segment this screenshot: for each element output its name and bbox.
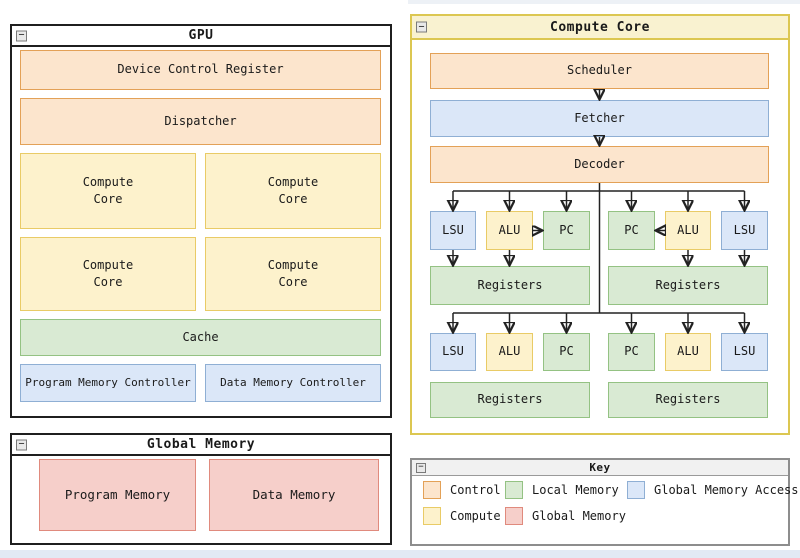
key-window: − Key Control Local Memory Global Memory… — [410, 458, 799, 546]
legend-item-global-memory-access: Global Memory Access — [627, 481, 799, 499]
program-memory-controller-block: Program Memory Controller — [20, 364, 196, 402]
compute-core-block-3: Compute Core — [20, 237, 196, 311]
lsu-block-r1-left: LSU — [430, 211, 476, 250]
legend-label: Compute — [450, 509, 501, 523]
control-swatch-icon — [423, 481, 441, 499]
alu-block-r2-right: ALU — [665, 333, 711, 371]
background-strip-bottom — [0, 550, 800, 558]
alu-block-r1-left: ALU — [486, 211, 533, 250]
scheduler-block: Scheduler — [430, 53, 769, 89]
key-window-titlebar: − Key — [412, 460, 788, 476]
compute-core-window-body: Scheduler Fetcher Decoder LSU ALU PC PC … — [412, 40, 788, 431]
legend-label: Global Memory Access — [654, 483, 799, 497]
lsu-block-r2-left: LSU — [430, 333, 476, 371]
decoder-block: Decoder — [430, 146, 769, 183]
minimize-icon[interactable]: − — [416, 462, 426, 473]
minimize-icon[interactable]: − — [416, 21, 427, 33]
compute-core-block-4: Compute Core — [205, 237, 381, 311]
legend-item-compute: Compute — [423, 507, 501, 525]
legend-label: Local Memory — [532, 483, 619, 497]
global-memory-access-swatch-icon — [627, 481, 645, 499]
pc-block-r2-left: PC — [543, 333, 590, 371]
local-memory-swatch-icon — [505, 481, 523, 499]
global-memory-swatch-icon — [505, 507, 523, 525]
lsu-block-r1-right: LSU — [721, 211, 768, 250]
cache-block: Cache — [20, 319, 381, 356]
pc-block-r2-right: PC — [608, 333, 655, 371]
legend-item-global-memory: Global Memory — [505, 507, 626, 525]
registers-block-r1-left: Registers — [430, 266, 590, 305]
lsu-block-r2-right: LSU — [721, 333, 768, 371]
global-memory-window-titlebar: − Global Memory — [12, 435, 390, 456]
compute-core-block-1: Compute Core — [20, 153, 196, 229]
compute-core-window-titlebar: − Compute Core — [412, 16, 788, 40]
key-window-title: Key — [589, 461, 611, 474]
legend-label: Global Memory — [532, 509, 626, 523]
dispatcher-block: Dispatcher — [20, 98, 381, 145]
alu-block-r2-left: ALU — [486, 333, 533, 371]
global-memory-window: − Global Memory Program Memory Data Memo… — [10, 433, 392, 545]
gpu-window: − GPU Device Control Register Dispatcher… — [10, 24, 392, 418]
global-memory-window-title: Global Memory — [146, 437, 256, 452]
compute-core-window: − Compute Core Scheduler Fetcher Decoder… — [410, 14, 790, 435]
data-memory-controller-block: Data Memory Controller — [205, 364, 381, 402]
registers-block-r2-left: Registers — [430, 382, 590, 418]
gpu-window-titlebar: − GPU — [12, 26, 390, 47]
legend-item-local-memory: Local Memory — [505, 481, 619, 499]
device-control-register-block: Device Control Register — [20, 50, 381, 90]
minimize-icon[interactable]: − — [16, 30, 27, 41]
pc-block-r1-right: PC — [608, 211, 655, 250]
legend-label: Control — [450, 483, 501, 497]
pc-block-r1-left: PC — [543, 211, 590, 250]
background-strip-top — [408, 0, 800, 4]
alu-block-r1-right: ALU — [665, 211, 711, 250]
registers-block-r2-right: Registers — [608, 382, 768, 418]
compute-core-window-title: Compute Core — [550, 19, 650, 35]
registers-block-r1-right: Registers — [608, 266, 768, 305]
compute-swatch-icon — [423, 507, 441, 525]
fetcher-block: Fetcher — [430, 100, 769, 137]
minimize-icon[interactable]: − — [16, 439, 27, 450]
data-memory-block: Data Memory — [209, 459, 379, 531]
legend-item-control: Control — [423, 481, 501, 499]
program-memory-block: Program Memory — [39, 459, 196, 531]
compute-core-block-2: Compute Core — [205, 153, 381, 229]
gpu-window-title: GPU — [188, 28, 214, 43]
